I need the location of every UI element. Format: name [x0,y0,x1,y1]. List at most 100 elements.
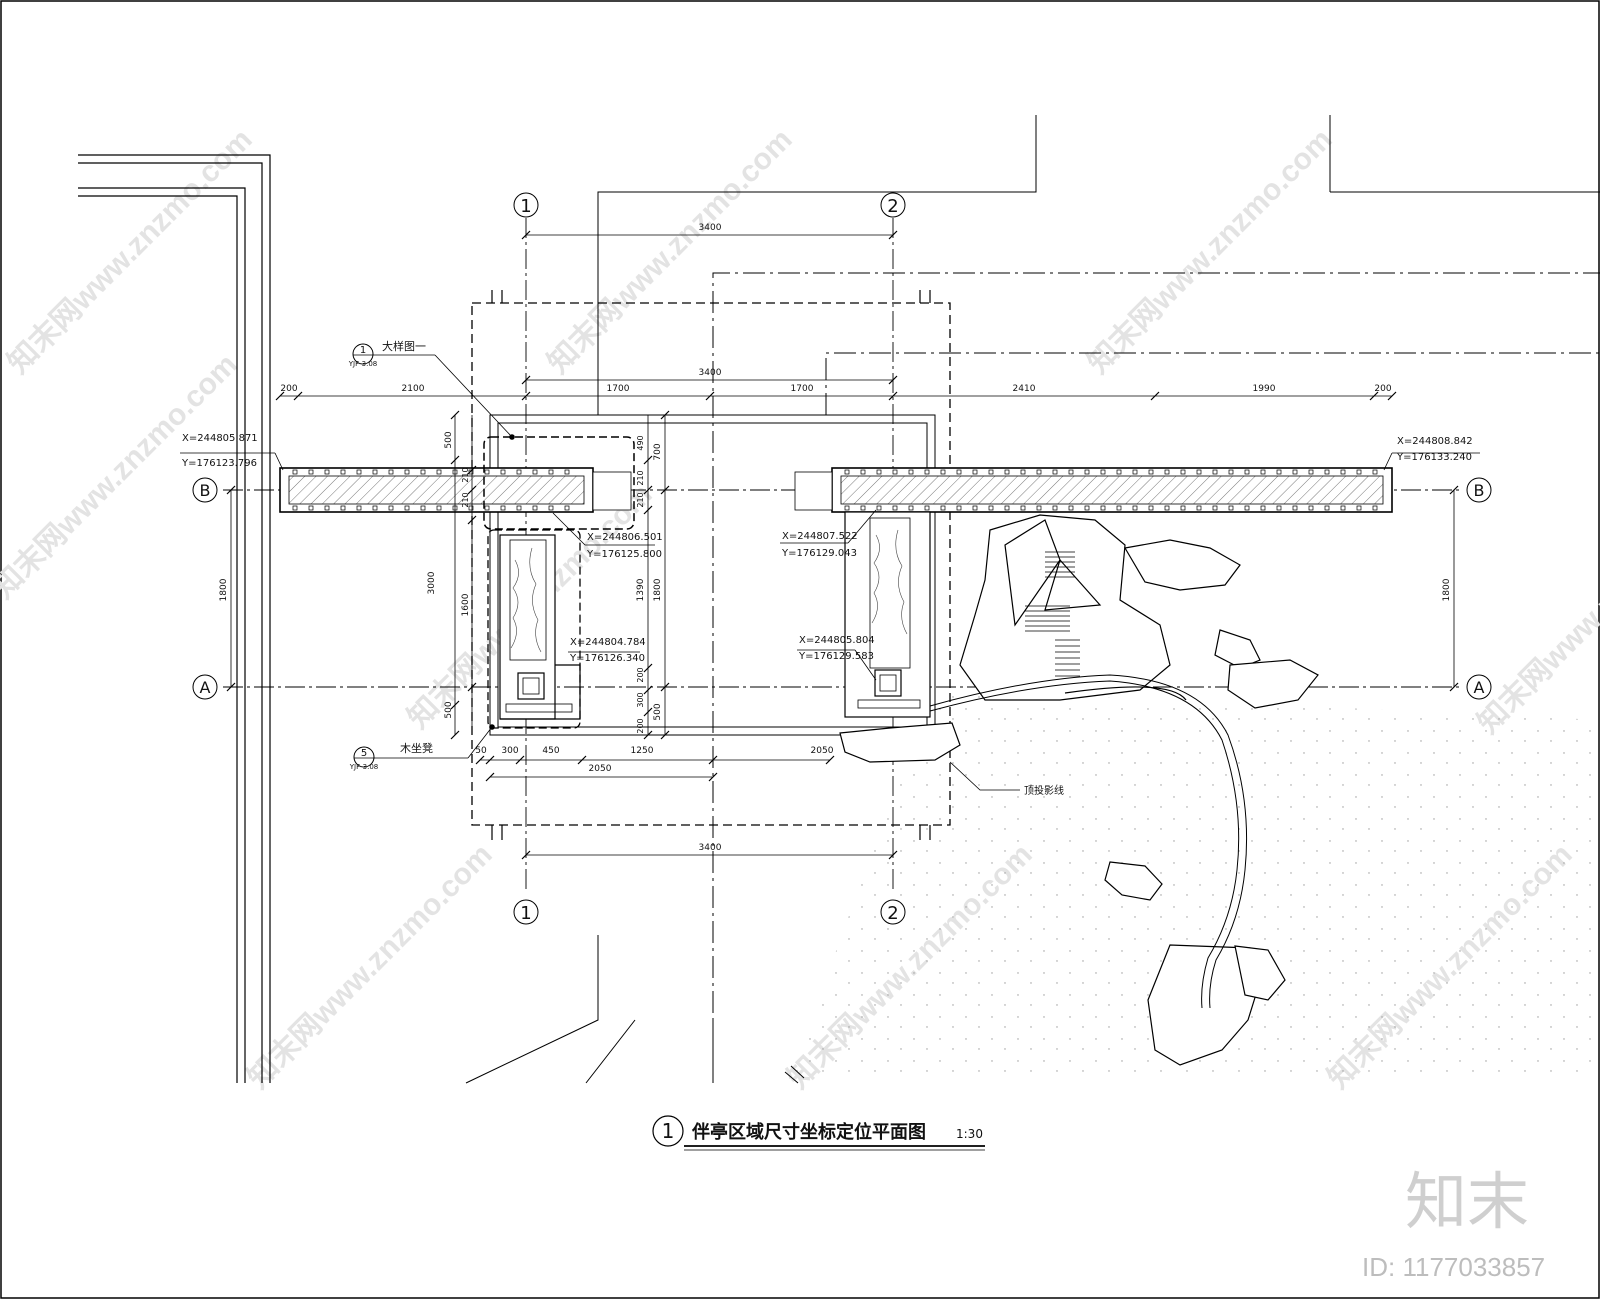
dimension-tick [643,455,653,465]
watermark-text: 知末网www.znzmo.com [1082,123,1339,380]
beam-peg [876,469,882,475]
beam-peg [1276,469,1282,475]
beam-peg [308,469,314,475]
beam-peg [844,505,850,511]
dimension-tick [708,772,718,782]
coordinate-labels: X=244805.871 Y=176123.796 X=244806.501 Y… [180,433,1480,681]
detail-dashed-box [483,436,635,530]
dimension-tick [450,410,460,420]
left-bench [483,436,635,729]
beam-peg [532,469,538,475]
beam-peg [892,469,898,475]
dimension-tick [467,682,477,692]
coord-6-y: Y=176133.240 [1396,452,1472,463]
beam-peg [1356,469,1362,475]
beam-peg [1084,469,1090,475]
beam-peg [1260,505,1266,511]
beam-peg [1228,469,1234,475]
dim-lower-3: 1250 [631,746,654,756]
svg-text:A: A [1474,678,1485,697]
dimension-tick [226,485,236,495]
beam-peg [1228,505,1234,511]
dimension-tick [521,850,531,860]
beam-peg [844,469,850,475]
bench-callout-label: 木坐凳 [400,741,433,755]
dimension-tick [643,685,653,695]
beam-peg [1164,469,1170,475]
beam-peg [484,505,490,511]
beam-peg [420,469,426,475]
beam-peg [1324,469,1330,475]
svg-text:B: B [200,481,211,500]
title-scale: 1:30 [956,1127,983,1141]
dim-left-bay: 1800 [219,578,229,601]
beam-peg [372,505,378,511]
dimension-tick [660,410,670,420]
beam-peg [1020,505,1026,511]
beam-peg [1036,505,1042,511]
beam-peg [892,505,898,511]
right-bench [844,511,931,718]
dim-right-inner-4: 200 [636,667,645,682]
beam-peg [956,469,962,475]
dim-mid-span: 3400 [699,368,722,378]
dimension-tick [1150,391,1160,401]
beam-peg [1004,505,1010,511]
beam-peg [1020,469,1026,475]
beam-peg [1132,505,1138,511]
dimension-tick [577,755,587,765]
beam-peg [420,505,426,511]
beam-peg [1212,469,1218,475]
beam-peg [1052,505,1058,511]
landscape-rocks [839,514,1319,1066]
dimension-tick [888,375,898,385]
beam-peg [988,469,994,475]
water-channel [929,674,1248,1009]
svg-text:1: 1 [520,196,531,217]
beam-peg [972,469,978,475]
beam-peg [404,505,410,511]
dim-row-6: 200 [1374,384,1391,394]
beam-peg [956,505,962,511]
title-number: 1 [662,1119,675,1143]
watermark-text: 知末网www.znzmo.com [2,123,259,380]
dimension-tick [467,485,477,495]
dimension-tick [293,391,303,401]
dim-right-inner-5: 300 [636,692,645,707]
svg-text:B: B [1474,481,1485,500]
beam-peg [860,469,866,475]
beam-peg [436,505,442,511]
bench-callout-number: 5 [361,748,367,759]
beam-peg [940,505,946,511]
detail-callout-ref: YJF-3.08 [348,360,377,368]
dimension-tick [643,505,653,515]
dim-row-0: 200 [280,384,297,394]
beam-peg [972,505,978,511]
brand-watermark: 知末 ID: 1177033857 [1362,1168,1545,1282]
dimension-tick [450,455,460,465]
dimension-tick [485,755,495,765]
beam-peg [500,505,506,511]
beam-peg [516,469,522,475]
site-lines [465,115,1600,1084]
dim-top-span: 3400 [699,223,722,233]
beam-peg [324,469,330,475]
detail-callout-number: 1 [360,345,366,356]
beam-peg [516,505,522,511]
beam-peg [1372,469,1378,475]
beam-peg [1036,469,1042,475]
dimension-tick [467,515,477,525]
grid-bubbles: 1 2 1 2 B B A A [192,192,1492,925]
axis-bubble-A-right: A [1466,674,1492,700]
roof-callout-label: 顶投影线 [1024,784,1064,797]
dimension-tick [1369,391,1379,401]
watermark-text: 知末网www.znzmo.com [1472,483,1600,740]
dim-right-inner-3: 1390 [636,578,646,601]
dimension-tick [708,755,718,765]
dim-left-outer-0: 500 [444,431,454,448]
beam-peg [564,505,570,511]
beam-peg [468,469,474,475]
coord-5-x: X=244805.804 [799,635,875,646]
dim-right-inner-6: 200 [636,718,645,733]
